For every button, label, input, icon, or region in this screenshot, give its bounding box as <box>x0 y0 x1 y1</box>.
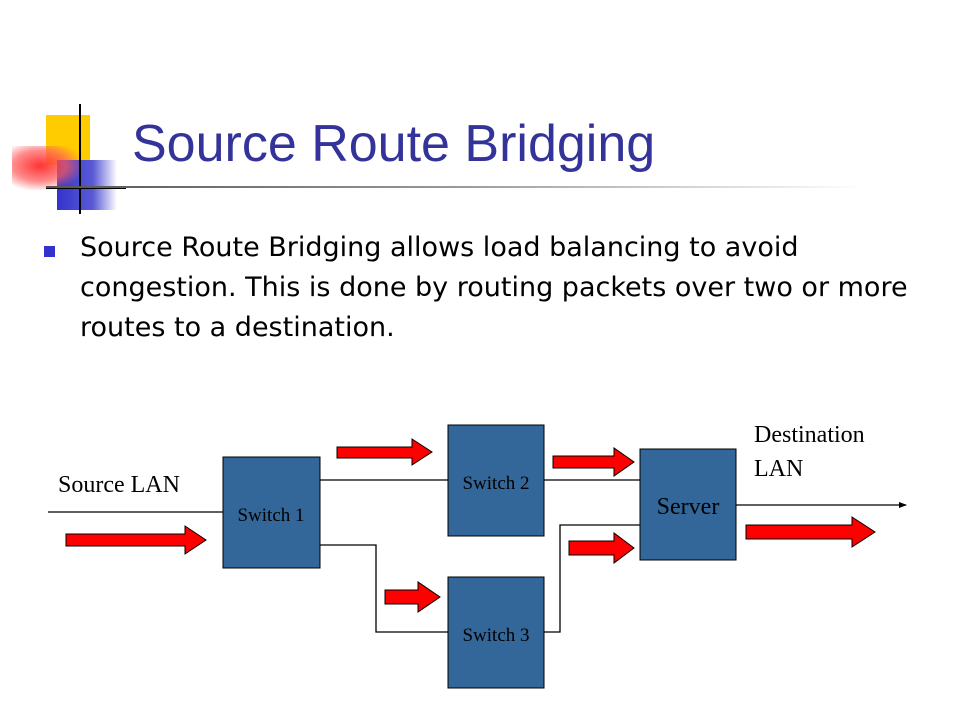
switch3-server-link <box>544 524 640 633</box>
flow-arrow-to-switch2-icon <box>336 438 433 466</box>
flow-arrow-source-icon <box>65 525 207 555</box>
source-lan-label: Source LAN <box>58 472 180 498</box>
ornament-red-glow <box>12 146 82 190</box>
switch-3-label: Switch 3 <box>462 625 529 646</box>
switch-3-box <box>447 576 545 689</box>
switch1-switch3-link <box>320 544 448 633</box>
flow-arrow-switch2-server-icon <box>552 447 635 477</box>
switch-1: Switch 1 <box>222 456 321 569</box>
switch-3: Switch 3 <box>447 576 545 689</box>
switch-2-box <box>447 424 545 537</box>
title-underline <box>46 186 866 188</box>
flow-arrow-destination-icon <box>745 516 876 548</box>
bullet-text: Source Route Bridging allows load balanc… <box>80 232 908 343</box>
ornament-horizontal-line <box>46 187 126 189</box>
flow-arrow-to-switch3-icon <box>384 581 441 613</box>
switch-1-label: Switch 1 <box>237 505 304 526</box>
switch-2-label: Switch 2 <box>462 473 529 494</box>
server-label: Server <box>657 494 720 520</box>
flow-arrow-switch3-server-icon <box>568 532 635 564</box>
server: Server <box>639 448 737 561</box>
switch-1-box <box>222 456 321 569</box>
slide-title: Source Route Bridging <box>132 115 656 173</box>
switch-2: Switch 2 <box>447 424 545 537</box>
server-box <box>639 448 737 561</box>
square-bullet-icon <box>44 246 55 257</box>
ornament-vertical-line <box>79 104 81 214</box>
destination-label-line-2: LAN <box>754 456 803 482</box>
destination-label-line-1: Destination <box>754 422 865 448</box>
